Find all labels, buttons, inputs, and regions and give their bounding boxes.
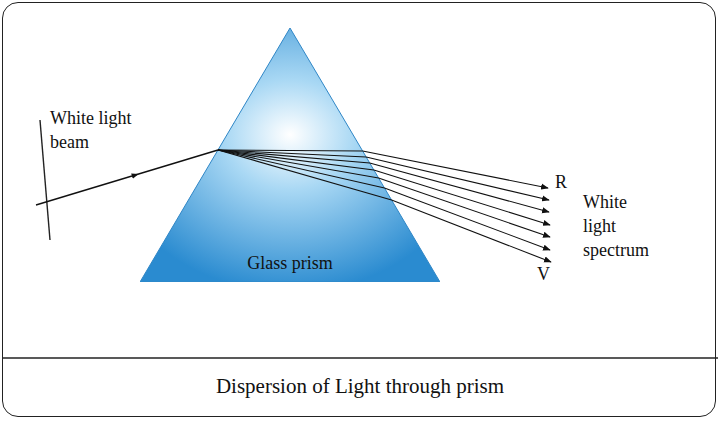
prism-outline: [140, 28, 440, 282]
figure-caption: Dispersion of Light through prism: [0, 374, 720, 399]
violet-label: V: [537, 262, 557, 286]
prism-shape: Glass prism: [140, 28, 440, 282]
red-label: R: [555, 170, 575, 194]
dispersed-ray: [370, 163, 549, 212]
dispersed-ray: [366, 157, 549, 200]
source-slit: [40, 120, 50, 240]
prism-triangle: [140, 28, 440, 282]
beam-label: White light beam: [50, 106, 150, 154]
caption-divider: [2, 357, 718, 358]
spectrum-label: White light spectrum: [583, 190, 643, 262]
ray-arrowhead: [36, 174, 138, 205]
prism-label: Glass prism: [140, 253, 440, 274]
